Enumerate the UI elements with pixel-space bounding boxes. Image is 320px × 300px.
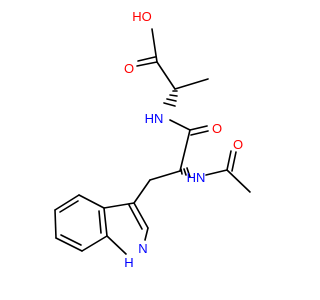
bond-cooh-c-alpha [156, 61, 176, 90]
stereo-hash-bond-lower [180, 167, 191, 178]
bond-amide-c-trp-alpha [179, 129, 191, 172]
atom-acid-oh: HO [132, 9, 152, 24]
bond-indole-c3-c2-double [128, 204, 143, 230]
bond-benz-c6-c7 [55, 237, 83, 252]
bond-amide-co [189, 125, 208, 131]
bond-benz-c3a-c7a-double [98, 210, 102, 234]
molecule-diagram: HO O HN O O HN N H [54, 9, 251, 270]
atom-amide-nh-lower: HN [187, 170, 206, 185]
bond-alpha-methyl [174, 78, 209, 90]
bond-benz-c4-c5-double [59, 200, 79, 213]
bond-cooh-c-oh [151, 28, 158, 63]
bond-amide-co-double [190, 130, 209, 136]
bond-indole-n-c7a [106, 235, 127, 255]
bond-indole-c2-n [144, 227, 149, 241]
bond-benz-c4-c5 [54, 194, 80, 211]
stereo-hash-bond-upper [163, 90, 178, 107]
bond-nh-acetyl-c [205, 169, 228, 176]
structure-canvas: HO O HN O O HN N H [54, 9, 251, 270]
bond-benz-c6-c7-double [60, 234, 82, 246]
bond-ch2-indole-c3 [133, 179, 151, 204]
atom-amide-o-upper: O [212, 121, 222, 136]
atom-amide-nh-upper: HN [145, 111, 164, 126]
bond-benz-c7-c7a [81, 235, 108, 252]
bond-cooh-c-o [136, 61, 158, 67]
atom-indole-n: N [138, 241, 147, 256]
bond-indole-c3-c3a [103, 202, 135, 209]
bond-acetyl-co-double [231, 151, 237, 172]
bond-nh-amide-c [169, 119, 191, 131]
bond-acetyl-methyl [226, 169, 251, 193]
bond-trp-alpha-ch2 [149, 170, 181, 181]
bond-benz-c5-c6 [54, 209, 57, 239]
bond-indole-c3a-c7a [103, 207, 108, 237]
atom-amide-o-acetyl: O [233, 137, 243, 152]
atom-indole-h: H [124, 255, 133, 270]
bond-acetyl-co [226, 150, 232, 171]
bond-cooh-c-o-double [137, 56, 156, 62]
bond-benz-c3a-c4 [78, 194, 105, 209]
atom-acid-carbonyl-o: O [124, 61, 134, 76]
bond-indole-c3-c2 [133, 202, 149, 229]
